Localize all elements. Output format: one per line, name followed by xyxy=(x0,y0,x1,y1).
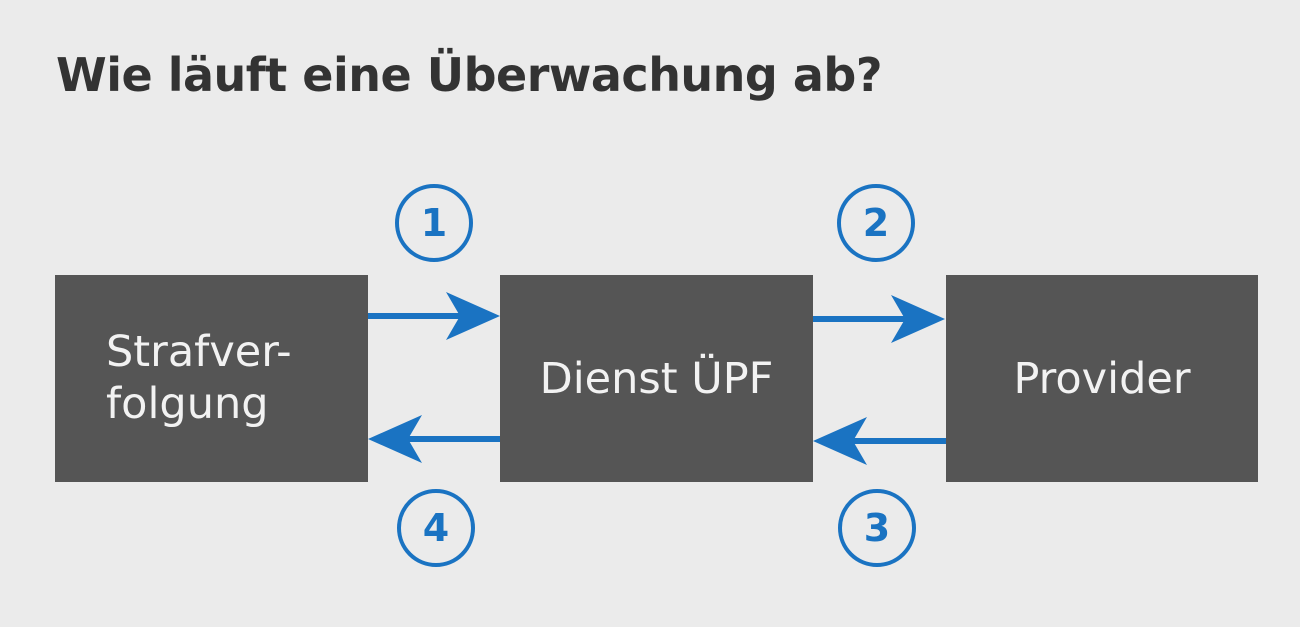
step-badge-1: 1 xyxy=(395,184,473,262)
arrow-3 xyxy=(813,417,946,465)
node-dienst-uepf-label: Dienst ÜPF xyxy=(539,353,774,404)
arrow-2-head xyxy=(891,295,945,343)
node-strafverfolgung: Strafver- folgung xyxy=(55,275,368,482)
node-strafverfolgung-line1: Strafver- xyxy=(106,326,292,377)
step-badge-4: 4 xyxy=(397,489,475,567)
node-strafverfolgung-line2: folgung xyxy=(106,378,269,429)
node-strafverfolgung-label: Strafver- folgung xyxy=(106,327,292,430)
arrow-2 xyxy=(813,295,945,343)
step-badge-3: 3 xyxy=(838,489,916,567)
node-provider: Provider xyxy=(946,275,1258,482)
node-provider-label: Provider xyxy=(1013,353,1191,404)
node-dienst-uepf: Dienst ÜPF xyxy=(500,275,813,482)
arrow-1 xyxy=(368,292,500,340)
arrow-4-head xyxy=(368,415,422,463)
page-title: Wie läuft eine Überwachung ab? xyxy=(56,48,883,102)
arrow-4 xyxy=(368,415,500,463)
arrow-1-head xyxy=(446,292,500,340)
step-badge-2: 2 xyxy=(837,184,915,262)
arrow-3-head xyxy=(813,417,867,465)
